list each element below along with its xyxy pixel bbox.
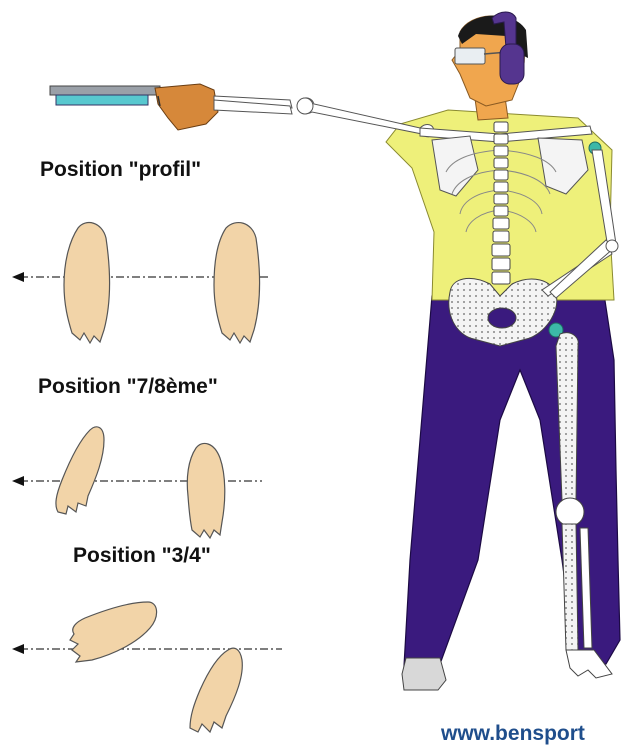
shooting-glasses: [455, 48, 485, 64]
pelvis-opening: [488, 308, 516, 328]
position-label-trois-quarts: Position "3/4": [73, 544, 211, 568]
foot-left: [70, 602, 157, 662]
feet-profil: [12, 223, 270, 343]
headphone-cup-icon: [500, 44, 524, 84]
position-label-profil: Position "profil": [40, 158, 201, 182]
shooter-figure: [214, 12, 620, 690]
arrow-head-icon: [12, 476, 24, 486]
website-link[interactable]: www.bensport: [441, 722, 585, 746]
pistol: [50, 84, 218, 130]
feet-sept-huitieme: [12, 427, 262, 538]
arrow-head-icon: [12, 644, 24, 654]
foot-left: [56, 427, 104, 514]
position-label-sept-huitieme: Position "7/8ème": [38, 375, 218, 399]
shoe-left: [402, 658, 446, 690]
spine: [492, 122, 510, 284]
arrow-head-icon: [12, 272, 24, 282]
foot-right: [190, 648, 242, 732]
foot-left: [64, 223, 110, 343]
foot-right: [214, 223, 260, 343]
pistol-grip: [155, 84, 218, 130]
feet-trois-quarts: [12, 602, 282, 732]
pistol-barrel: [50, 86, 160, 95]
foot-right: [187, 443, 225, 538]
pistol-cylinder: [56, 95, 148, 105]
